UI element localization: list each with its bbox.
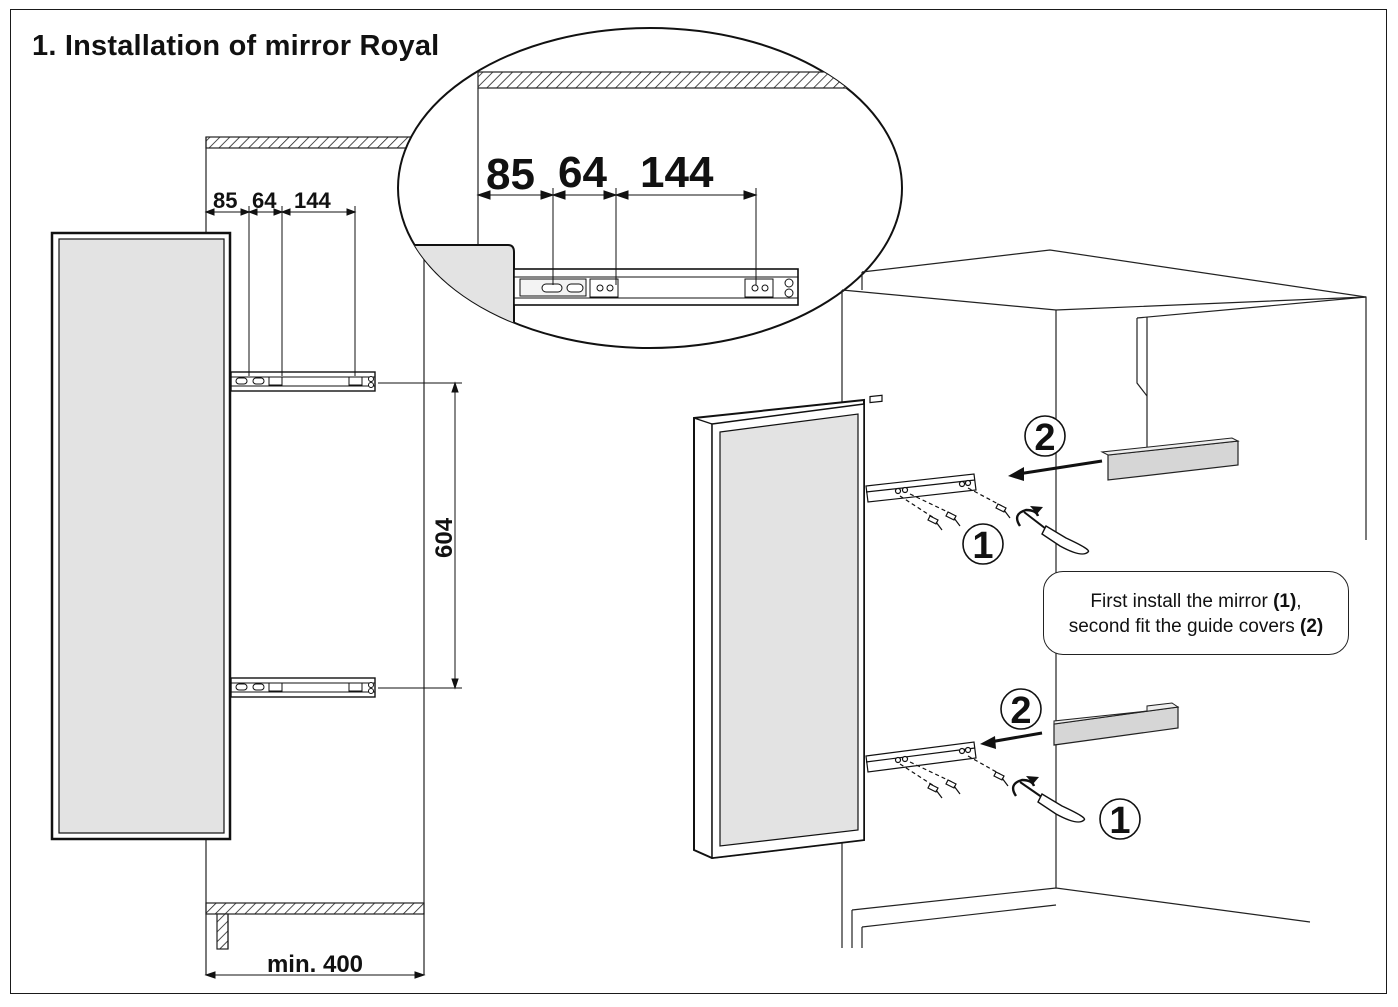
cover-arrows [980, 459, 1103, 749]
screwdriver-bottom [1011, 776, 1086, 823]
dim-85-large: 85 [486, 150, 535, 199]
step-1-label-bottom: 1 [1109, 800, 1130, 842]
step-2-label-top: 2 [1034, 417, 1055, 459]
dim-604: 604 [431, 517, 458, 558]
step-2-label-bottom: 2 [1010, 690, 1031, 732]
bottom-guide-rail [230, 677, 376, 698]
page-title: 1. Installation of mirror Royal [32, 30, 446, 63]
detail-magnifier: 85 64 144 [397, 27, 903, 349]
dim-64-small: 64 [252, 188, 277, 213]
cabinet-side-view: 85 64 144 604 min. 400 [50, 136, 462, 979]
top-guide-rail [230, 371, 376, 392]
vertical-spacing-dimension [378, 381, 462, 690]
step-2-marker-top [1024, 415, 1066, 457]
drawing-frame [10, 9, 1387, 994]
rail-hole-dimensions [204, 206, 357, 376]
dim-min-400: min. 400 [267, 951, 363, 978]
cabinet-perspective-view [841, 249, 1367, 948]
step-2-marker-bottom [1000, 688, 1042, 730]
cabinet-plinth [216, 913, 229, 950]
cover-arrow-top [1017, 459, 1103, 476]
step-1-label-top: 1 [972, 525, 993, 567]
cabinet-bottom-panel [205, 902, 425, 915]
cabinet-top-panel [205, 136, 425, 149]
callout-line1-text: First install the mirror [1090, 591, 1274, 612]
callout-line1-suffix: , [1296, 591, 1302, 612]
step-markers: 2 1 2 1 [962, 415, 1141, 842]
dim-144-large: 144 [640, 148, 714, 197]
guide-cover-top [1100, 437, 1240, 481]
step-1-marker-top [962, 523, 1004, 565]
callout-line2-text: second fit the guide covers [1068, 616, 1301, 637]
guide-cover-bottom [1053, 702, 1180, 746]
cover-arrow-bottom [989, 731, 1043, 744]
dim-64-large: 64 [558, 148, 607, 197]
rail-perspective-top [865, 394, 977, 503]
min-width-dimension [204, 971, 426, 979]
step-1-marker-bottom [1099, 798, 1141, 840]
screws [899, 487, 1011, 799]
dim-144-small: 144 [294, 188, 331, 213]
mirror-perspective [693, 398, 865, 860]
screwdriver-top [1015, 506, 1090, 555]
callout-ref-mirror: (1) [1273, 591, 1297, 612]
instruction-callout: First install the mirror (1), second fit… [1043, 571, 1349, 655]
mirror-glass [58, 238, 225, 834]
dim-85-small: 85 [213, 188, 237, 213]
callout-ref-covers: (2) [1300, 616, 1324, 637]
rail-perspective-bottom [865, 741, 977, 773]
